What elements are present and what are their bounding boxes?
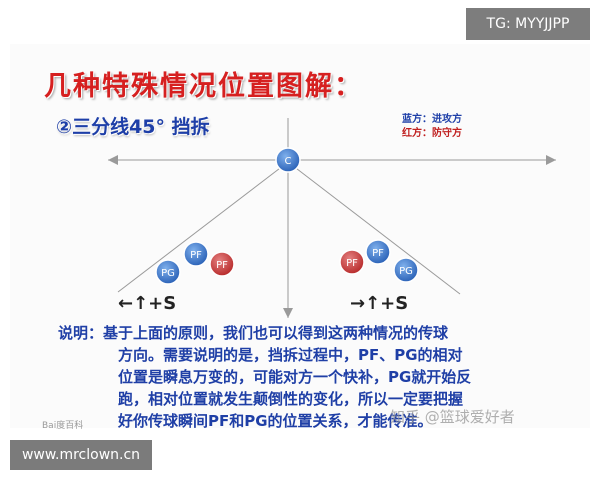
player-right-pg: PG <box>393 257 419 283</box>
description-line-4: 跑，相对位置就发生颠倒性的变化，所以一定要把握 <box>118 390 464 408</box>
axis-down-arrowhead <box>283 308 293 318</box>
left-defender-label: PF <box>216 260 228 271</box>
center-label: C <box>285 156 292 167</box>
left-move-instruction: ←↑+S <box>118 293 177 314</box>
left-pg-label: PG <box>161 268 175 279</box>
diagram-subtitle: ②三分线45° 挡拆 <box>56 116 210 138</box>
left-diagonal-line <box>117 161 289 293</box>
description-line-2: 方向。需要说明的是，挡拆过程中，PF、PG的相对 <box>118 346 463 364</box>
player-center: C <box>275 147 301 173</box>
right-defender-label: PF <box>346 258 358 269</box>
axis-right-arrowhead <box>546 155 556 165</box>
legend-offense: 蓝方：进攻方 <box>402 114 462 125</box>
description-line-5: 好你传球瞬间PF和PG的位置关系，才能传准。 <box>118 412 433 430</box>
watermark-telegram: TG: MYYJJPP <box>466 8 590 40</box>
right-move-instruction: →↑+S <box>350 293 409 314</box>
player-right-defender: PF <box>339 249 365 275</box>
description-line-3: 位置是瞬息万变的，可能对方一个快补，PG就开始反 <box>118 368 472 386</box>
player-left-defender: PF <box>209 251 235 277</box>
watermark-baidu: Bai度百科 <box>42 421 84 431</box>
player-left-pf: PF <box>183 241 209 267</box>
watermark-zhihu: 知乎 @篮球爱好者 <box>390 408 515 426</box>
slide-background <box>10 44 590 428</box>
diagram-title: 几种特殊情况位置图解： <box>44 71 363 102</box>
description-text: 说明：基于上面的原则，我们也可以得到这两种情况的传球 方向。需要说明的是，挡拆过… <box>58 322 558 432</box>
player-right-pf: PF <box>365 239 391 265</box>
description-line-1: 说明：基于上面的原则，我们也可以得到这两种情况的传球 <box>58 324 449 342</box>
axis-left-arrowhead <box>108 155 118 165</box>
right-pf-label: PF <box>372 248 384 259</box>
right-pg-label: PG <box>399 266 413 277</box>
player-left-pg: PG <box>155 259 181 285</box>
legend-defense: 红方：防守方 <box>402 128 462 139</box>
left-pf-label: PF <box>190 250 202 261</box>
team-legend: 蓝方：进攻方 红方：防守方 <box>402 113 462 141</box>
right-diagonal-line <box>287 161 461 295</box>
watermark-site: www.mrclown.cn <box>10 440 152 470</box>
